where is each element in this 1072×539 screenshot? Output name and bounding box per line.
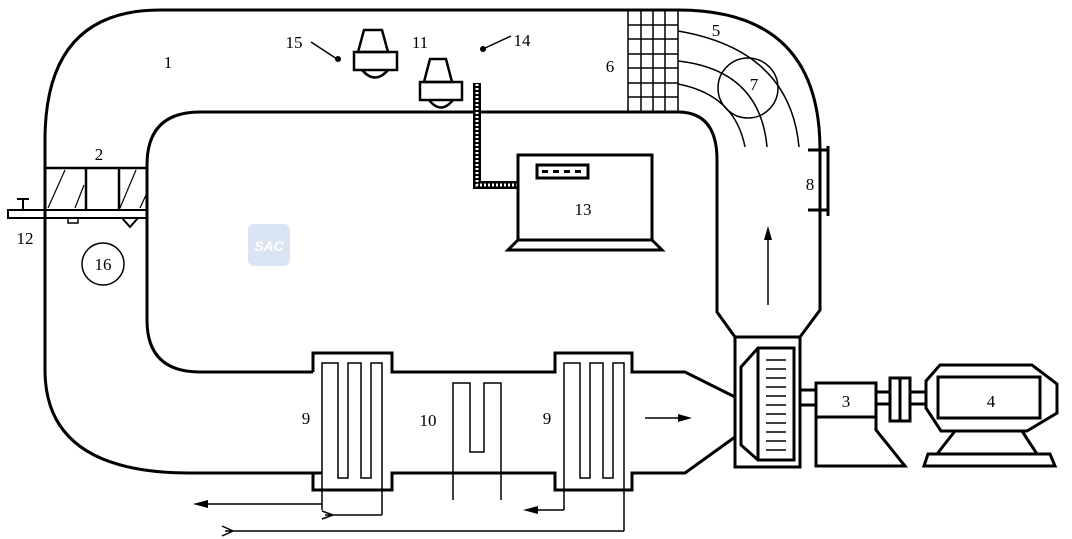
label-11: 11 bbox=[412, 33, 428, 52]
label-4: 4 bbox=[987, 392, 996, 411]
probe-bar[interactable] bbox=[7, 198, 148, 229]
arrowhead-right-icon bbox=[678, 414, 692, 422]
measurement-circle bbox=[717, 57, 779, 119]
leader-15 bbox=[310, 41, 338, 60]
arrow-left-icon bbox=[193, 500, 208, 508]
heat-exchanger-housing-2 bbox=[311, 435, 736, 492]
label-8: 8 bbox=[806, 175, 815, 194]
label-14: 14 bbox=[514, 31, 532, 50]
arrowhead-up-icon bbox=[764, 226, 772, 240]
svg-text:SAC: SAC bbox=[254, 238, 284, 254]
label-12: 12 bbox=[17, 229, 34, 248]
label-16: 16 bbox=[95, 255, 112, 274]
fan-blades bbox=[766, 359, 786, 451]
point-14 bbox=[480, 46, 486, 52]
honeycomb-grid bbox=[627, 10, 679, 112]
label-1: 1 bbox=[164, 53, 173, 72]
label-9-right: 9 bbox=[543, 409, 552, 428]
point-15 bbox=[335, 56, 341, 62]
shaft-3 bbox=[908, 390, 928, 406]
inner-duct-wall bbox=[145, 110, 737, 374]
sac-watermark-logo: SAC bbox=[248, 224, 290, 266]
access-port bbox=[808, 146, 830, 216]
heater bbox=[452, 382, 502, 500]
heat-exchanger-coil-2 bbox=[563, 362, 625, 531]
arrow-left-icon bbox=[523, 506, 538, 514]
label-2: 2 bbox=[95, 145, 104, 164]
heat-exchanger-coil-1 bbox=[321, 362, 383, 515]
sensor-icon bbox=[418, 57, 464, 109]
outer-duct-wall bbox=[43, 8, 822, 475]
sensor-cable bbox=[473, 83, 518, 189]
fan-rotor bbox=[739, 346, 796, 462]
heat-exchanger-housing-1 bbox=[311, 351, 736, 399]
shaft bbox=[798, 388, 818, 407]
label-7: 7 bbox=[750, 75, 759, 94]
pipe-inlet-1 bbox=[321, 510, 382, 520]
label-5: 5 bbox=[712, 21, 721, 40]
guide-vanes bbox=[677, 30, 800, 148]
sensor-cable-core bbox=[475, 84, 517, 187]
motor-inner bbox=[936, 375, 1042, 420]
label-13: 13 bbox=[575, 200, 592, 219]
label-3: 3 bbox=[842, 392, 851, 411]
label-15: 15 bbox=[286, 33, 303, 52]
pipe-inlet-2 bbox=[221, 525, 624, 537]
label-6: 6 bbox=[606, 57, 615, 76]
label-10: 10 bbox=[420, 411, 437, 430]
sensor-icon bbox=[352, 28, 399, 79]
controller-display bbox=[535, 163, 590, 180]
motor-base bbox=[921, 430, 1058, 468]
shaft-2 bbox=[874, 390, 892, 406]
motor-body bbox=[924, 363, 1059, 433]
leader-14 bbox=[482, 35, 512, 50]
controller-base bbox=[504, 238, 666, 252]
label-9-left: 9 bbox=[302, 409, 311, 428]
point-16-circle bbox=[81, 242, 125, 286]
reducer-support bbox=[814, 417, 909, 468]
flow-straightener bbox=[45, 166, 147, 210]
